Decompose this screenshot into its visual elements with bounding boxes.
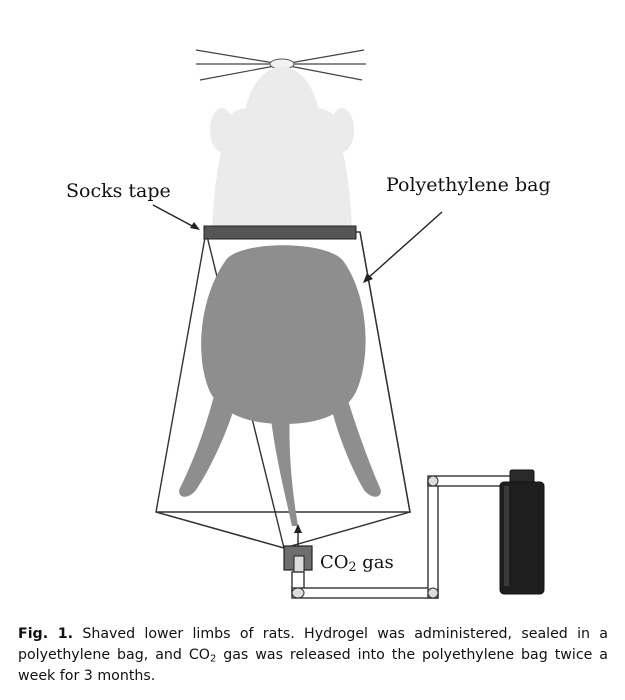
left-leg — [179, 388, 236, 497]
socks-tape-label: Socks tape — [66, 180, 171, 202]
rat-lower-body — [179, 245, 381, 526]
caption-subscript: 2 — [209, 653, 217, 665]
rat-co2-setup-diagram — [152, 49, 545, 599]
polyethylene-bag-label: Polyethylene bag — [386, 174, 551, 196]
figure-number: Fig. 1. — [18, 626, 74, 642]
caption-text-1: Shaved lower limbs of rats. Hydrogel was… — [18, 626, 608, 663]
gas-label-prefix: CO — [320, 552, 349, 573]
whiskers — [195, 49, 366, 81]
socks-tape-arrow — [152, 204, 200, 230]
gas-label-suffix: gas — [356, 552, 394, 573]
co2-cylinder — [499, 469, 545, 595]
caption-text-2: gas was released into the polyethylene b… — [18, 647, 608, 684]
bag-arrow — [363, 211, 443, 283]
gas-label-subscript: 2 — [348, 559, 357, 575]
gas-inlet-connector — [283, 524, 313, 573]
tubing-joints — [291, 475, 439, 599]
co2-gas-label: CO2 gas — [320, 552, 394, 573]
rat-upper-body — [210, 66, 354, 228]
figure-caption: Fig. 1. Shaved lower limbs of rats. Hydr… — [18, 624, 608, 687]
right-leg — [330, 388, 381, 497]
socks-tape-band — [203, 225, 357, 240]
tail — [270, 410, 298, 526]
